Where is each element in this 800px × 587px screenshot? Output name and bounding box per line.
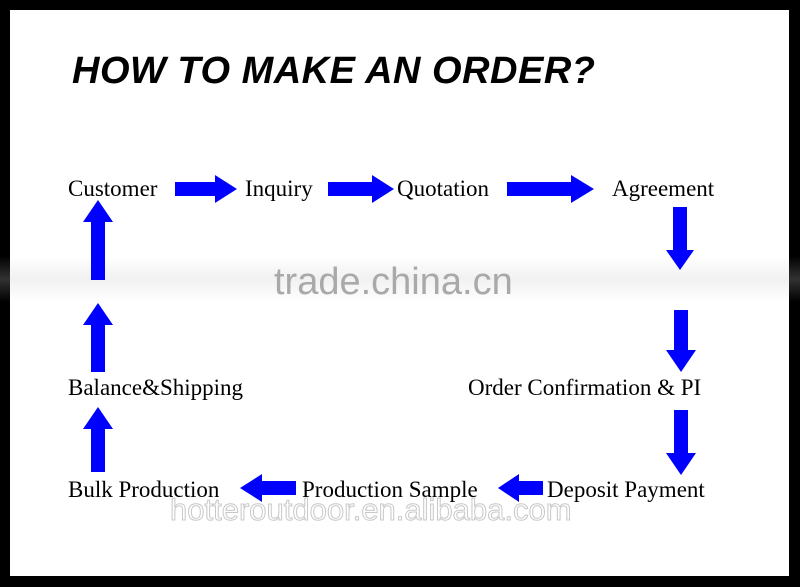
arrow-deposit-to-sample bbox=[498, 474, 543, 502]
watermark-alibaba: hotteroutdoor.en.alibaba.com bbox=[170, 492, 573, 527]
step-quotation: Quotation bbox=[397, 176, 489, 201]
step-agreement: Agreement bbox=[612, 176, 715, 201]
step-inquiry: Inquiry bbox=[245, 176, 313, 201]
arrow-to-deposit-payment bbox=[666, 410, 696, 475]
watermark-band bbox=[0, 256, 800, 302]
arrow-balance-up bbox=[83, 303, 113, 372]
watermark-trade-china: trade.china.cn bbox=[274, 261, 513, 303]
step-deposit-payment: Deposit Payment bbox=[547, 477, 705, 502]
step-bulk-production: Bulk Production bbox=[68, 477, 220, 502]
step-production-sample: Production Sample bbox=[302, 477, 478, 502]
arrow-sample-to-bulk bbox=[240, 474, 296, 502]
step-customer: Customer bbox=[68, 176, 158, 201]
page-title: HOW TO MAKE AN ORDER? bbox=[72, 50, 596, 92]
diagram-canvas bbox=[10, 10, 789, 576]
arrow-to-customer bbox=[83, 200, 113, 280]
step-balance-shipping: Balance&Shipping bbox=[68, 375, 244, 400]
arrow-agreement-down bbox=[666, 207, 694, 270]
arrow-quotation-to-agreement bbox=[507, 175, 594, 203]
step-order-confirmation: Order Confirmation & PI bbox=[468, 375, 702, 400]
arrow-inquiry-to-quotation bbox=[328, 175, 394, 203]
arrow-to-order-confirmation bbox=[666, 310, 696, 372]
arrow-bulk-to-balance bbox=[83, 407, 113, 472]
arrow-customer-to-inquiry bbox=[175, 175, 237, 203]
